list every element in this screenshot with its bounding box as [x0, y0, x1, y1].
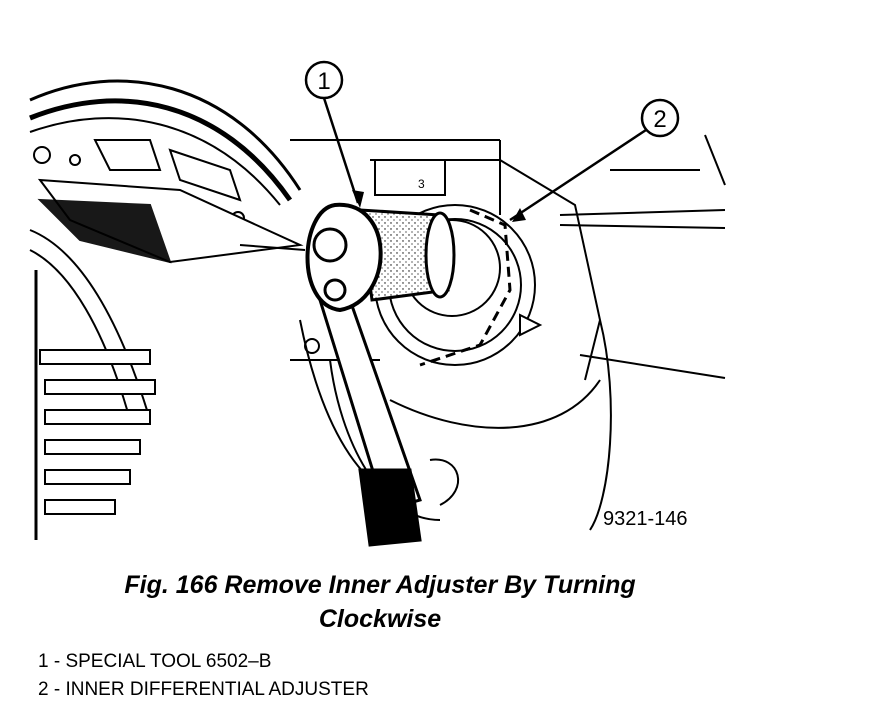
callout-2-circle [640, 98, 680, 138]
callout-2-number: 2 [653, 106, 666, 133]
callout-1-leader [322, 97, 360, 204]
callout-2: 2 [509, 98, 680, 222]
legend: 1 - SPECIAL TOOL 6502–B 2 - INNER DIFFER… [38, 648, 369, 704]
legend-item: 2 - INNER DIFFERENTIAL ADJUSTER [38, 679, 369, 700]
special-tool-ratchet [305, 202, 456, 547]
svg-text:3: 3 [418, 177, 425, 191]
callout-2-leader [509, 128, 647, 222]
callout-2-arrowhead [512, 208, 526, 222]
callout-1: 1 [304, 60, 364, 208]
technical-illustration: 3 1 [29, 60, 726, 547]
callout-1-number: 1 [317, 68, 330, 95]
caption-line-1: Fig. 166 Remove Inner Adjuster By Turnin… [124, 571, 636, 599]
callout-1-arrowhead [352, 190, 364, 208]
figure-caption: Fig. 166 Remove Inner Adjuster By Turnin… [40, 568, 720, 636]
housing-drawing: 3 [29, 79, 726, 540]
figure-code: 9321-146 [603, 508, 688, 530]
caption-line-2: Clockwise [318, 605, 442, 633]
legend-item: 1 - SPECIAL TOOL 6502–B [38, 651, 272, 672]
